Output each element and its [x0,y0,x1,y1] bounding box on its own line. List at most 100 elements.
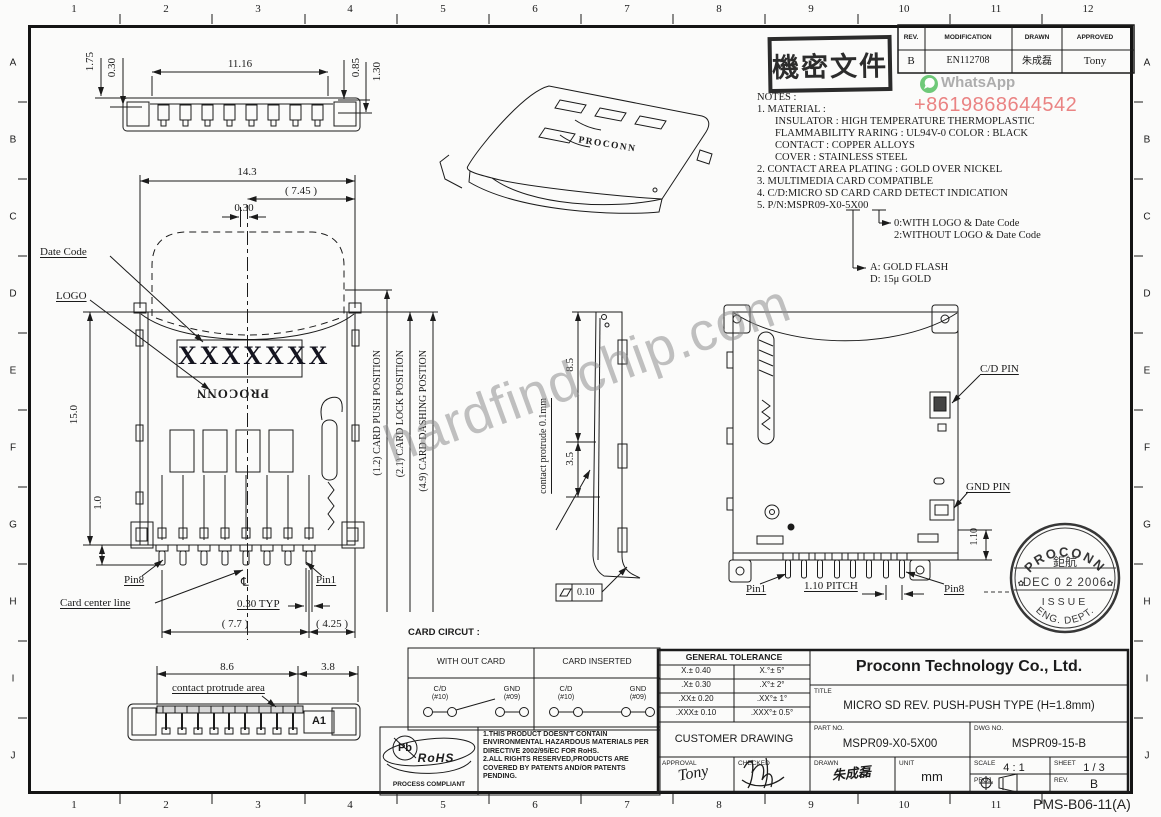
dim-label: 0.85 [350,58,362,78]
zone-col-label: 6 [532,799,538,811]
rohs-statement-2: 2.ALL RIGHTS RESERVED,PRODUCTS ARE COVER… [483,756,629,781]
zone-row-label: C [1143,211,1151,223]
dim-label: 3.8 [321,661,335,673]
card-circuit-linework [407,647,661,731]
rev-label: REV. [1054,777,1069,784]
zone-col-label: 6 [532,3,538,15]
zone-row-label: I [1145,673,1149,685]
phone-watermark: +8619868644542 [914,94,1078,116]
notes-line: CONTACT : COPPER ALLOYS [775,140,915,151]
zone-col-label: 4 [347,799,353,811]
pn-breakdown-linework [846,209,891,271]
process-compliant-label: PROCESS COMPLIANT [392,781,466,788]
rev-table-linework [897,24,1135,74]
zone-ticks [18,14,1143,804]
zone-col-label: 9 [808,3,814,15]
cd-contact-number: (#10) [557,694,575,701]
rev-drawn: 朱成磊 [1022,56,1052,67]
zone-row-label: J [10,750,16,762]
notes-line: 5. P/N:MSPR09-X0-5X00 [757,200,869,211]
rev-approved: Tony [1083,55,1107,67]
pin8-label: Pin8 [124,574,145,586]
dim-label: 1.30 [371,62,383,82]
zone-col-label: 7 [624,799,630,811]
rev-value: B [1089,777,1099,791]
dim-label: 0.30 [234,202,254,214]
zone-col-label: 9 [808,799,814,811]
zone-col-label: 10 [898,799,910,811]
rev-table-header: REV. [903,34,919,41]
zone-col-label: 2 [163,3,169,15]
zone-row-label: E [1143,365,1151,377]
title-block-linework [656,648,1130,794]
zone-row-label: H [9,596,17,608]
issue-stamp-date: DEC 0 2 2006 [1023,577,1107,589]
pin8-label: Pin8 [944,583,965,595]
rohs-label: RoHS [417,751,455,765]
notes-line: COVER : STAINLESS STEEL [775,152,908,163]
notes-line: 4. C/D:MICRO SD CARD CARD DETECT INDICAT… [757,188,1008,199]
drawing-title: MICRO SD REV. PUSH-PUSH TYPE (H=1.8mm) [843,700,1095,712]
dim-label: ( 7.45 ) [284,185,318,197]
title-label: TITLE [814,688,832,695]
company-name: Proconn Technology Co., Ltd. [855,658,1083,675]
dim-label: 15.0 [68,405,80,425]
top-side-view-linework [95,58,372,132]
flower-icon: ✿ [1018,579,1025,588]
rev-table-header: APPROVED [1076,34,1114,41]
zone-col-label: 12 [1082,3,1094,15]
dim-label: 8.6 [220,661,234,673]
card-push-position-label: (1.2) CARD PUSH POSITION [372,350,383,476]
zone-row-label: B [1143,134,1151,146]
rev-table-header: MODIFICATION [944,34,992,41]
gnd-contact-label: GND [629,684,647,693]
pn-option-a: A: GOLD FLASH [870,262,949,273]
tolerance-cell: .XXX± 0.10 [675,708,717,717]
dim-label: ( 4.25 ) [315,618,349,630]
notes-line: 3. MULTIMEDIA CARD COMPATIBLE [757,176,933,187]
zone-col-label: 4 [347,3,353,15]
pitch-dim-label: 1.10 PITCH [804,580,858,592]
front-view-linework [83,175,438,640]
zone-col-label: 11 [990,3,1002,15]
sheet-label: SHEET [1054,760,1076,767]
gnd-contact-label: GND [503,684,521,693]
zone-col-label: 3 [255,799,261,811]
pn-option-d: D: 15μ GOLD [870,274,932,285]
unit-value: mm [921,769,943,784]
projection-symbol [979,773,1018,793]
checked-signature [741,757,785,789]
zone-row-label: F [9,442,17,454]
cd-contact-label: C/D [559,684,573,693]
dim-label: ( 7.7 ) [221,618,249,630]
dim-label: 0.30 [106,58,118,78]
scale-label: SCALE [974,760,996,767]
bottom-view-linework [127,666,361,741]
rohs-statements: 1.THIS PRODUCT DOESN'T CONTAIN ENVIRONME… [483,731,651,781]
front-view-pins [155,544,316,566]
notes-line: FLAMMABILITY RARING : UL94V-0 COLOR : BL… [775,128,1028,139]
zone-col-label: 7 [624,3,630,15]
zone-row-label: H [1143,596,1151,608]
svg-text:ENG. DEPT.: ENG. DEPT. [1033,605,1096,627]
zone-row-label: B [9,134,17,146]
rev-value: B [907,55,915,67]
doc-code: PMS-B06-11(A) [1033,796,1131,812]
zone-row-label: G [9,519,17,531]
zone-row-label: A [1143,57,1151,69]
card-center-line-label: Card center line [60,597,131,609]
zone-col-label: 1 [71,3,77,15]
flower-icon: ✿ [1107,579,1114,588]
unit-label: UNIT [899,760,915,767]
rohs-linework [379,726,661,796]
zone-col-label: 8 [716,3,722,15]
dim-label: 1.0 [92,496,104,510]
zone-col-label: 11 [990,799,1002,811]
tolerance-cell: X.°± 5° [759,666,785,675]
dim-label: 14.3 [237,166,257,178]
notes-line: 1. MATERIAL : [757,104,826,115]
zone-col-label: 1 [71,799,77,811]
zone-col-label: 3 [255,3,261,15]
issue-stamp-linework [984,522,1121,634]
